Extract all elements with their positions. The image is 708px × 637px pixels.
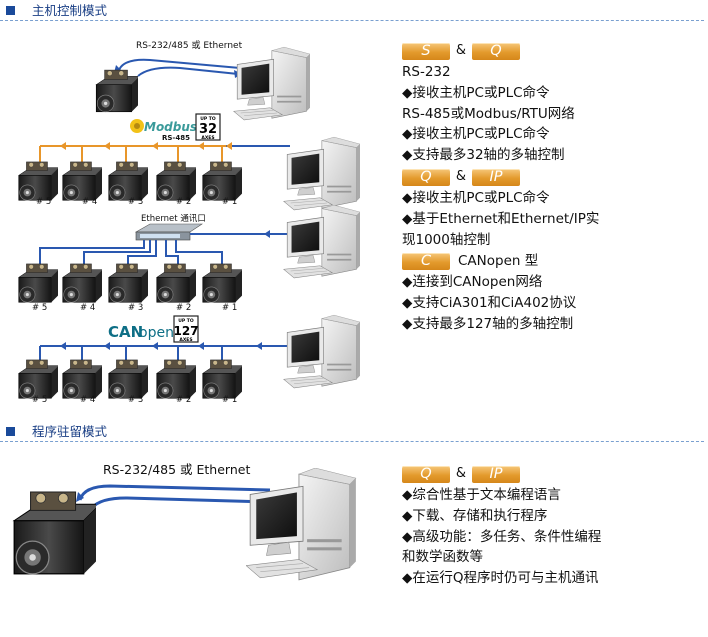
ethernet-switch <box>134 223 203 241</box>
model-badge-q: Q <box>472 43 520 60</box>
ethernet-cables <box>39 240 223 270</box>
feature-item: ◆支持CiA301和CiA402协议 <box>402 295 577 312</box>
axis-labels-row3: # 5 # 4 # 3 # 2 # 1 <box>32 395 237 405</box>
axis-label: # 2 <box>176 395 191 405</box>
program-mode-diagram: RS-232/485 或 Ethernet <box>13 462 357 581</box>
section-header-host-control: 主机控制模式 <box>0 3 708 21</box>
axes-badge-32: UP TO 32 AXES <box>195 113 221 141</box>
model-badge-ip: IP <box>472 466 520 483</box>
modbus-arrows <box>60 142 204 150</box>
axes-badge-127: UP TO 127 AXES <box>173 315 199 343</box>
motor-row-ethernet <box>18 263 242 303</box>
model-badge-c: C <box>402 253 450 271</box>
ampersand: & <box>455 169 467 185</box>
section-header-program-mode: 程序驻留模式 <box>0 424 708 442</box>
section-title: 程序驻留模式 <box>32 424 108 439</box>
feature-item: ◆连接到CANopen网络 <box>402 274 543 291</box>
axis-label: # 2 <box>176 303 191 313</box>
ethernet-port-label: Ethernet 通讯口 <box>141 213 206 224</box>
badge-num-text: 32 <box>199 122 217 137</box>
feature-item: ◆高级功能：多任务、条件性编程和数学函数等 <box>402 528 602 566</box>
canopen-logo-can: CAN <box>108 323 143 341</box>
ampersand: & <box>455 43 467 59</box>
axis-label: # 3 <box>128 303 143 313</box>
axis-label: # 1 <box>222 197 237 207</box>
feature-item: ◆接收主机PC或PLC命令 <box>402 126 550 143</box>
host-pc-4 <box>283 314 360 389</box>
feature-item: ◆下载、存储和执行程序 <box>402 507 548 524</box>
model-row-q-ip: Q & IP <box>402 464 608 485</box>
modbus-sub-text: RS-485 <box>162 134 190 142</box>
axis-label: # 3 <box>128 197 143 207</box>
motor-row-canopen <box>18 359 242 399</box>
model-type-label: CANopen 型 <box>458 253 539 270</box>
badge-top-text: UP TO <box>178 318 194 324</box>
axis-label: # 5 <box>32 303 47 313</box>
host-pc-2 <box>283 136 360 211</box>
axis-label: # 2 <box>176 197 191 207</box>
feature-item: ◆基于Ethernet和Ethernet/IP实现1000轴控制 <box>402 210 600 248</box>
rs-link-label: RS-232/485 或 Ethernet <box>103 462 250 477</box>
model-badge-ip: IP <box>472 168 520 186</box>
feature-item: ◆支持最多32轴的多轴控制 <box>402 147 565 164</box>
model-row-s-q: S & Q <box>402 41 608 62</box>
axis-label: # 3 <box>128 395 143 405</box>
axis-label: # 5 <box>32 395 47 405</box>
bullet-square-icon <box>6 427 15 436</box>
host-mode-features: S & Q RS-232 ◆接收主机PC或PLC命令 RS-485或Modbus… <box>402 40 608 335</box>
model-badge-q: Q <box>402 466 450 483</box>
bullet-square-icon <box>6 6 15 15</box>
axis-label: # 4 <box>80 395 95 405</box>
axis-label: # 5 <box>36 197 51 207</box>
axis-labels-row2: # 5 # 4 # 3 # 2 # 1 <box>32 303 237 313</box>
axis-label: # 4 <box>80 303 95 313</box>
modbus-logo-text: Modbus <box>144 120 197 134</box>
divider <box>0 441 704 442</box>
host-pc-large <box>246 468 357 581</box>
canopen-logo-open: open <box>139 325 174 341</box>
feature-heading: RS-485或Modbus/RTU网络 <box>402 105 575 122</box>
host-pc-3 <box>283 204 360 279</box>
feature-item: ◆接收主机PC或PLC命令 <box>402 189 550 206</box>
modbus-drops <box>39 146 223 164</box>
model-row-q-ip: Q & IP <box>402 167 608 188</box>
feature-heading: RS-232 <box>402 64 451 80</box>
motor-large <box>13 490 96 575</box>
badge-bot-text: AXES <box>201 135 214 141</box>
badge-bot-text: AXES <box>179 337 192 343</box>
axis-label: # 4 <box>82 197 97 207</box>
axis-label: # 1 <box>222 395 237 405</box>
program-mode-features: Q & IP ◆综合性基于文本编程语言 ◆下载、存储和执行程序 ◆高级功能：多任… <box>402 463 608 589</box>
badge-num-text: 127 <box>173 324 198 338</box>
feature-item: ◆在运行Q程序时仍可与主机通讯 <box>402 570 599 587</box>
axis-labels-row1: # 5 # 4 # 3 # 2 # 1 <box>36 197 237 207</box>
rs-link-lower <box>137 66 239 77</box>
motor-single <box>95 69 138 113</box>
model-row-c: C CANopen 型 <box>402 251 608 272</box>
ampersand: & <box>455 466 467 482</box>
model-badge-q: Q <box>402 168 450 186</box>
host-control-diagram: RS-232/485 或 Ethernet Modbus RS-485 UP T… <box>18 39 360 405</box>
badge-top-text: UP TO <box>200 116 216 122</box>
feature-item: ◆综合性基于文本编程语言 <box>402 487 561 503</box>
axis-label: # 1 <box>222 303 237 313</box>
host-pc-1 <box>233 46 310 121</box>
canopen-logo: CAN open <box>108 323 174 341</box>
feature-item: ◆支持最多127轴的多轴控制 <box>402 315 574 332</box>
rs-link-lower <box>90 496 269 510</box>
feature-item: ◆接收主机PC或PLC命令 <box>402 84 550 101</box>
model-badge-s: S <box>402 43 450 60</box>
rs-link-label: RS-232/485 或 Ethernet <box>136 39 243 51</box>
motor-row-modbus <box>18 161 242 201</box>
canopen-arrows <box>60 342 262 350</box>
divider <box>0 20 704 21</box>
section-title: 主机控制模式 <box>32 3 108 18</box>
modbus-logo: Modbus RS-485 <box>130 119 197 142</box>
